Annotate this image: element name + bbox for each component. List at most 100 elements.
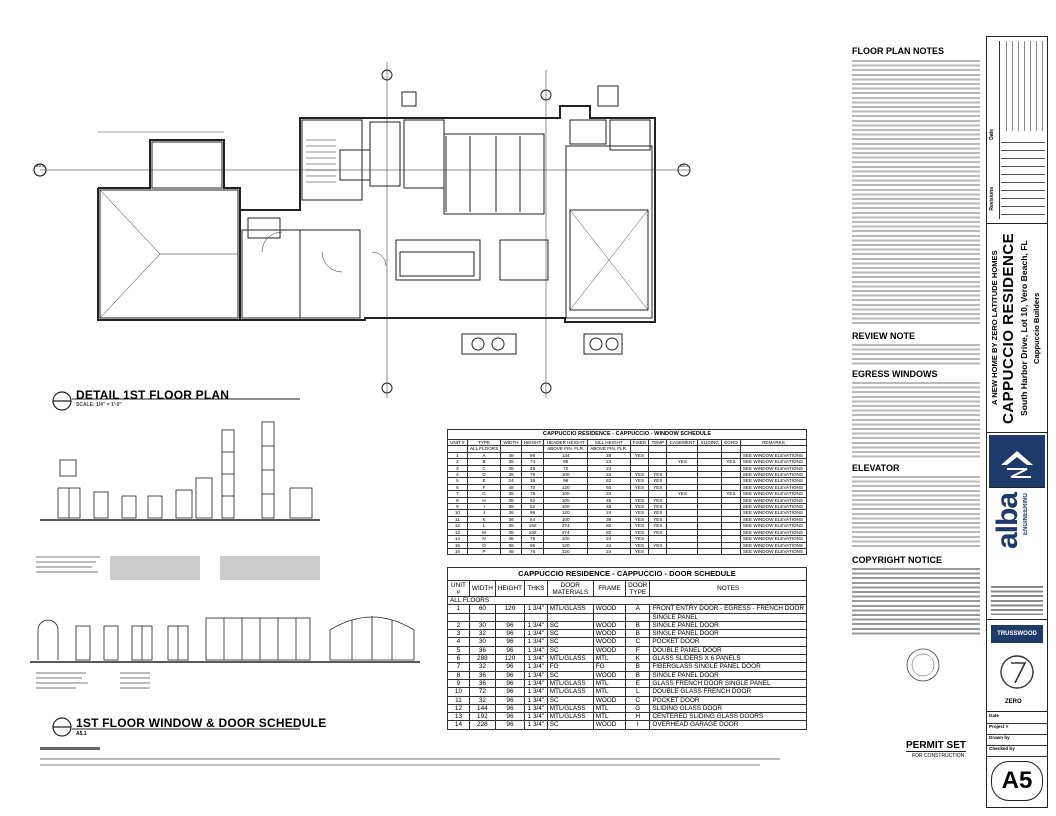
window-schedule-cell: SEE WINDOW ELEVATIONS: [739, 464, 808, 473]
window-schedule-header: CASEMENT: [666, 438, 699, 447]
door-schedule-cell: 96: [494, 678, 526, 689]
egress-body: [852, 381, 980, 459]
window-schedule-cell: 274: [543, 528, 588, 537]
section-marker-left: A5.1: [35, 163, 45, 168]
window-schedule-cell: [666, 522, 699, 530]
door-schedule-cell: 36: [468, 645, 496, 656]
door-schedule-cell: 36: [468, 678, 496, 689]
window-schedule-cell: [648, 547, 668, 556]
window-schedule-cell: YES: [648, 509, 668, 517]
door-schedule-cell: 14: [447, 720, 470, 730]
door-schedule-cell: E: [625, 678, 651, 689]
copyright-body: [852, 567, 980, 637]
door-schedule-cell: WOOD: [592, 695, 627, 705]
door-schedule-cell: 4: [447, 637, 470, 647]
window-schedule-cell: 274: [543, 522, 588, 530]
window-schedule-cell: [721, 547, 741, 556]
door-schedule-cell: 120: [494, 604, 526, 614]
window-schedule-cell: 36: [500, 522, 522, 530]
door-schedule-cell: SC: [546, 695, 594, 705]
zero-logo-text: ZERO: [1005, 699, 1022, 705]
door-schedule-cell: B: [625, 670, 651, 680]
door-schedule-cell: DOUBLE GLASS FRENCH DOOR: [649, 687, 807, 697]
window-schedule-cell: SEE WINDOW ELEVATIONS: [739, 458, 808, 466]
door-schedule-cell: FIBERGLASS SINGLE PANEL DOOR: [649, 662, 807, 672]
engineer-logo: alba: [991, 493, 1024, 550]
zero-logo-icon: [1000, 655, 1034, 689]
window-schedule-cell: 24: [500, 477, 522, 485]
door-schedule-cell: SINGLE PANEL DOOR: [649, 620, 807, 631]
door-schedule-cell: [524, 612, 548, 622]
door-schedule-cell: F: [625, 645, 651, 656]
door-schedule-cell: WOOD: [592, 670, 627, 680]
door-schedule-cell: WOOD: [592, 720, 627, 730]
window-schedule-cell: YES: [666, 490, 699, 498]
door-schedule-cell: MTL: [592, 654, 627, 664]
door-schedule-cell: 1 3/4": [524, 712, 548, 722]
door-schedule-cell: [468, 612, 496, 622]
window-schedule-cell: P: [466, 547, 502, 556]
window-schedule-cell: 100: [543, 470, 588, 479]
project-address: South Harbor Drive, Lot 10, Vero Beach, …: [1019, 240, 1029, 416]
table-row: ALL FLOORS: [447, 595, 807, 606]
door-schedule-cell: SC: [546, 720, 594, 730]
window-schedule-cell: 48: [586, 496, 631, 505]
door-schedule-cell: 30: [468, 620, 496, 631]
door-schedule-cell: MTL: [592, 678, 627, 689]
door-schedule-cell: 30: [468, 637, 496, 647]
window-schedule-cell: 24: [586, 535, 631, 543]
info-rows: Date Project # Drawn by Checked by: [987, 713, 1047, 757]
window-schedule-cell: 24: [586, 509, 631, 517]
project-builder: Cappuccio Builders: [1032, 292, 1041, 364]
window-schedule-cell: SEE WINDOW ELEVATIONS: [739, 451, 808, 460]
date-column-label: Date: [989, 129, 995, 140]
window-schedule-cell: SEE WINDOW ELEVATIONS: [739, 535, 808, 543]
window-schedule-cell: 100: [543, 496, 588, 505]
door-schedule-header: UNIT #: [447, 580, 470, 597]
door-schedule-cell: 1 3/4": [524, 637, 548, 647]
door-schedule-cell: SC: [546, 629, 594, 639]
window-schedule-header: HEIGHT: [520, 438, 545, 447]
door-schedule-cell: [447, 612, 470, 622]
window-schedule-cell: 100: [543, 490, 588, 498]
door-schedule-cell: DOUBLE PANEL DOOR: [649, 645, 807, 656]
door-schedule-cell: MTL/GLASS: [546, 604, 594, 614]
elevator-body: [852, 475, 980, 549]
door-schedule-cell: 1 3/4": [524, 687, 548, 697]
door-schedule-cell: 8: [447, 670, 470, 680]
window-schedule-cell: 48: [500, 451, 522, 460]
copyright-title: COPYRIGHT NOTICE: [852, 555, 943, 565]
engineer-logo-block: alba ENGINEERING TRUSSWOOD: [987, 489, 1047, 643]
window-schedule-cell: [666, 547, 699, 556]
window-schedule-header: UNIT #: [447, 438, 468, 447]
door-schedule-cell: 96: [494, 629, 526, 639]
door-schedule-cell: 96: [494, 645, 526, 656]
door-schedule-group: ALL FLOORS: [447, 595, 807, 606]
door-schedule-cell: SC: [546, 620, 594, 631]
window-schedule-cell: 36: [500, 515, 522, 524]
schedule-block-title: 1ST FLOOR WINDOW & DOOR SCHEDULE: [76, 716, 327, 730]
door-schedule-cell: WOOD: [592, 620, 627, 631]
window-schedule-cell: 36: [500, 509, 522, 517]
door-schedule-cell: MTL: [592, 687, 627, 697]
window-schedule-cell: SEE WINDOW ELEVATIONS: [739, 509, 808, 517]
door-schedule-cell: 12: [447, 703, 470, 714]
window-schedule-cell: YES: [666, 458, 699, 466]
door-schedule-cell: 1 3/4": [524, 620, 548, 631]
door-schedule-cell: 6: [447, 654, 470, 664]
door-schedule-cell: SC: [546, 670, 594, 680]
window-schedule-title: CAPPUCCIO RESIDENCE - CAPPUCCIO - WINDOW…: [447, 429, 807, 439]
